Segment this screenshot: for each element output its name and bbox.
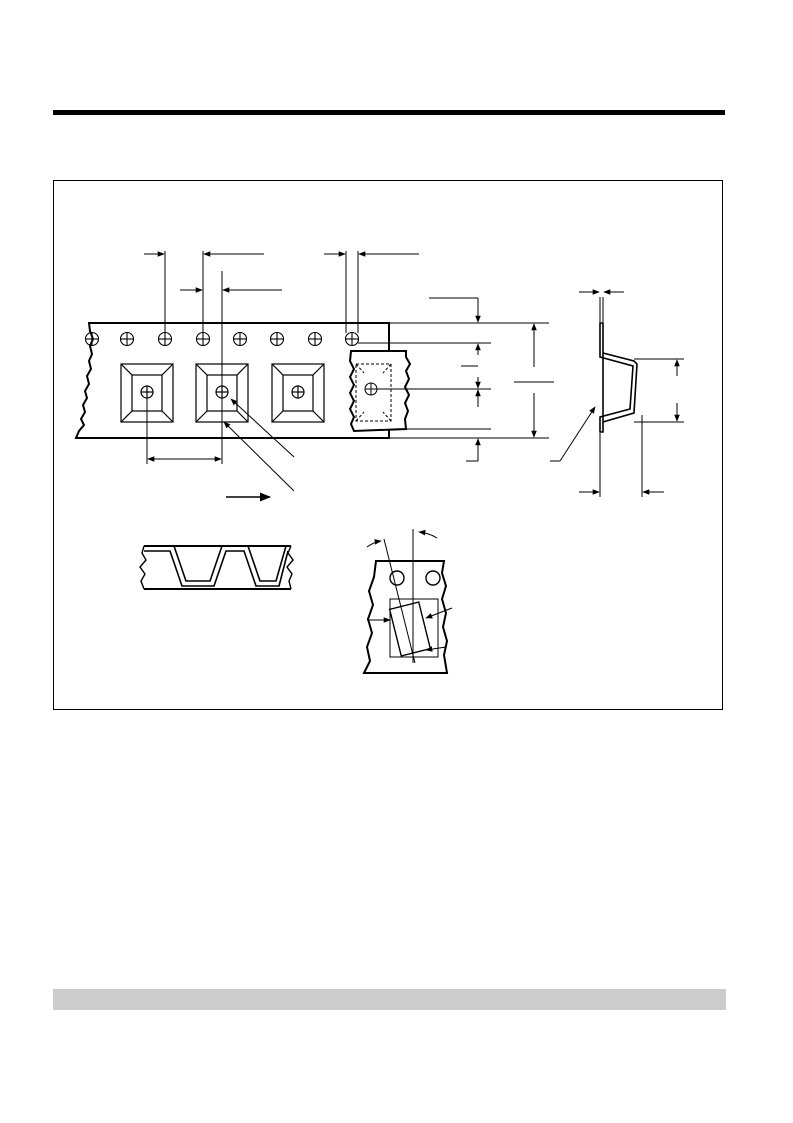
pocket-cross-section (139, 545, 294, 590)
tape-and-reel-figure (53, 180, 723, 710)
sprocket-hole (195, 331, 211, 347)
footer-bar (53, 989, 726, 1010)
carrier-tape-top-view (74, 322, 390, 439)
header-rule (53, 110, 725, 115)
carrier-tape-drawing (74, 251, 684, 674)
sprocket-hole (344, 331, 360, 347)
sprocket-hole (119, 331, 135, 347)
dimension-lines (144, 251, 554, 502)
component-rotation-view (362, 529, 453, 674)
sprocket-hole (269, 331, 285, 347)
cover-tape (348, 350, 412, 433)
sprocket-hole (84, 331, 100, 347)
tape-side-section (550, 289, 684, 497)
sprocket-hole (157, 331, 173, 347)
sprocket-holes (84, 331, 360, 347)
sprocket-hole (307, 331, 323, 347)
tape-outline (74, 322, 390, 439)
component-pocket (271, 363, 325, 423)
sprocket-hole (232, 331, 248, 347)
